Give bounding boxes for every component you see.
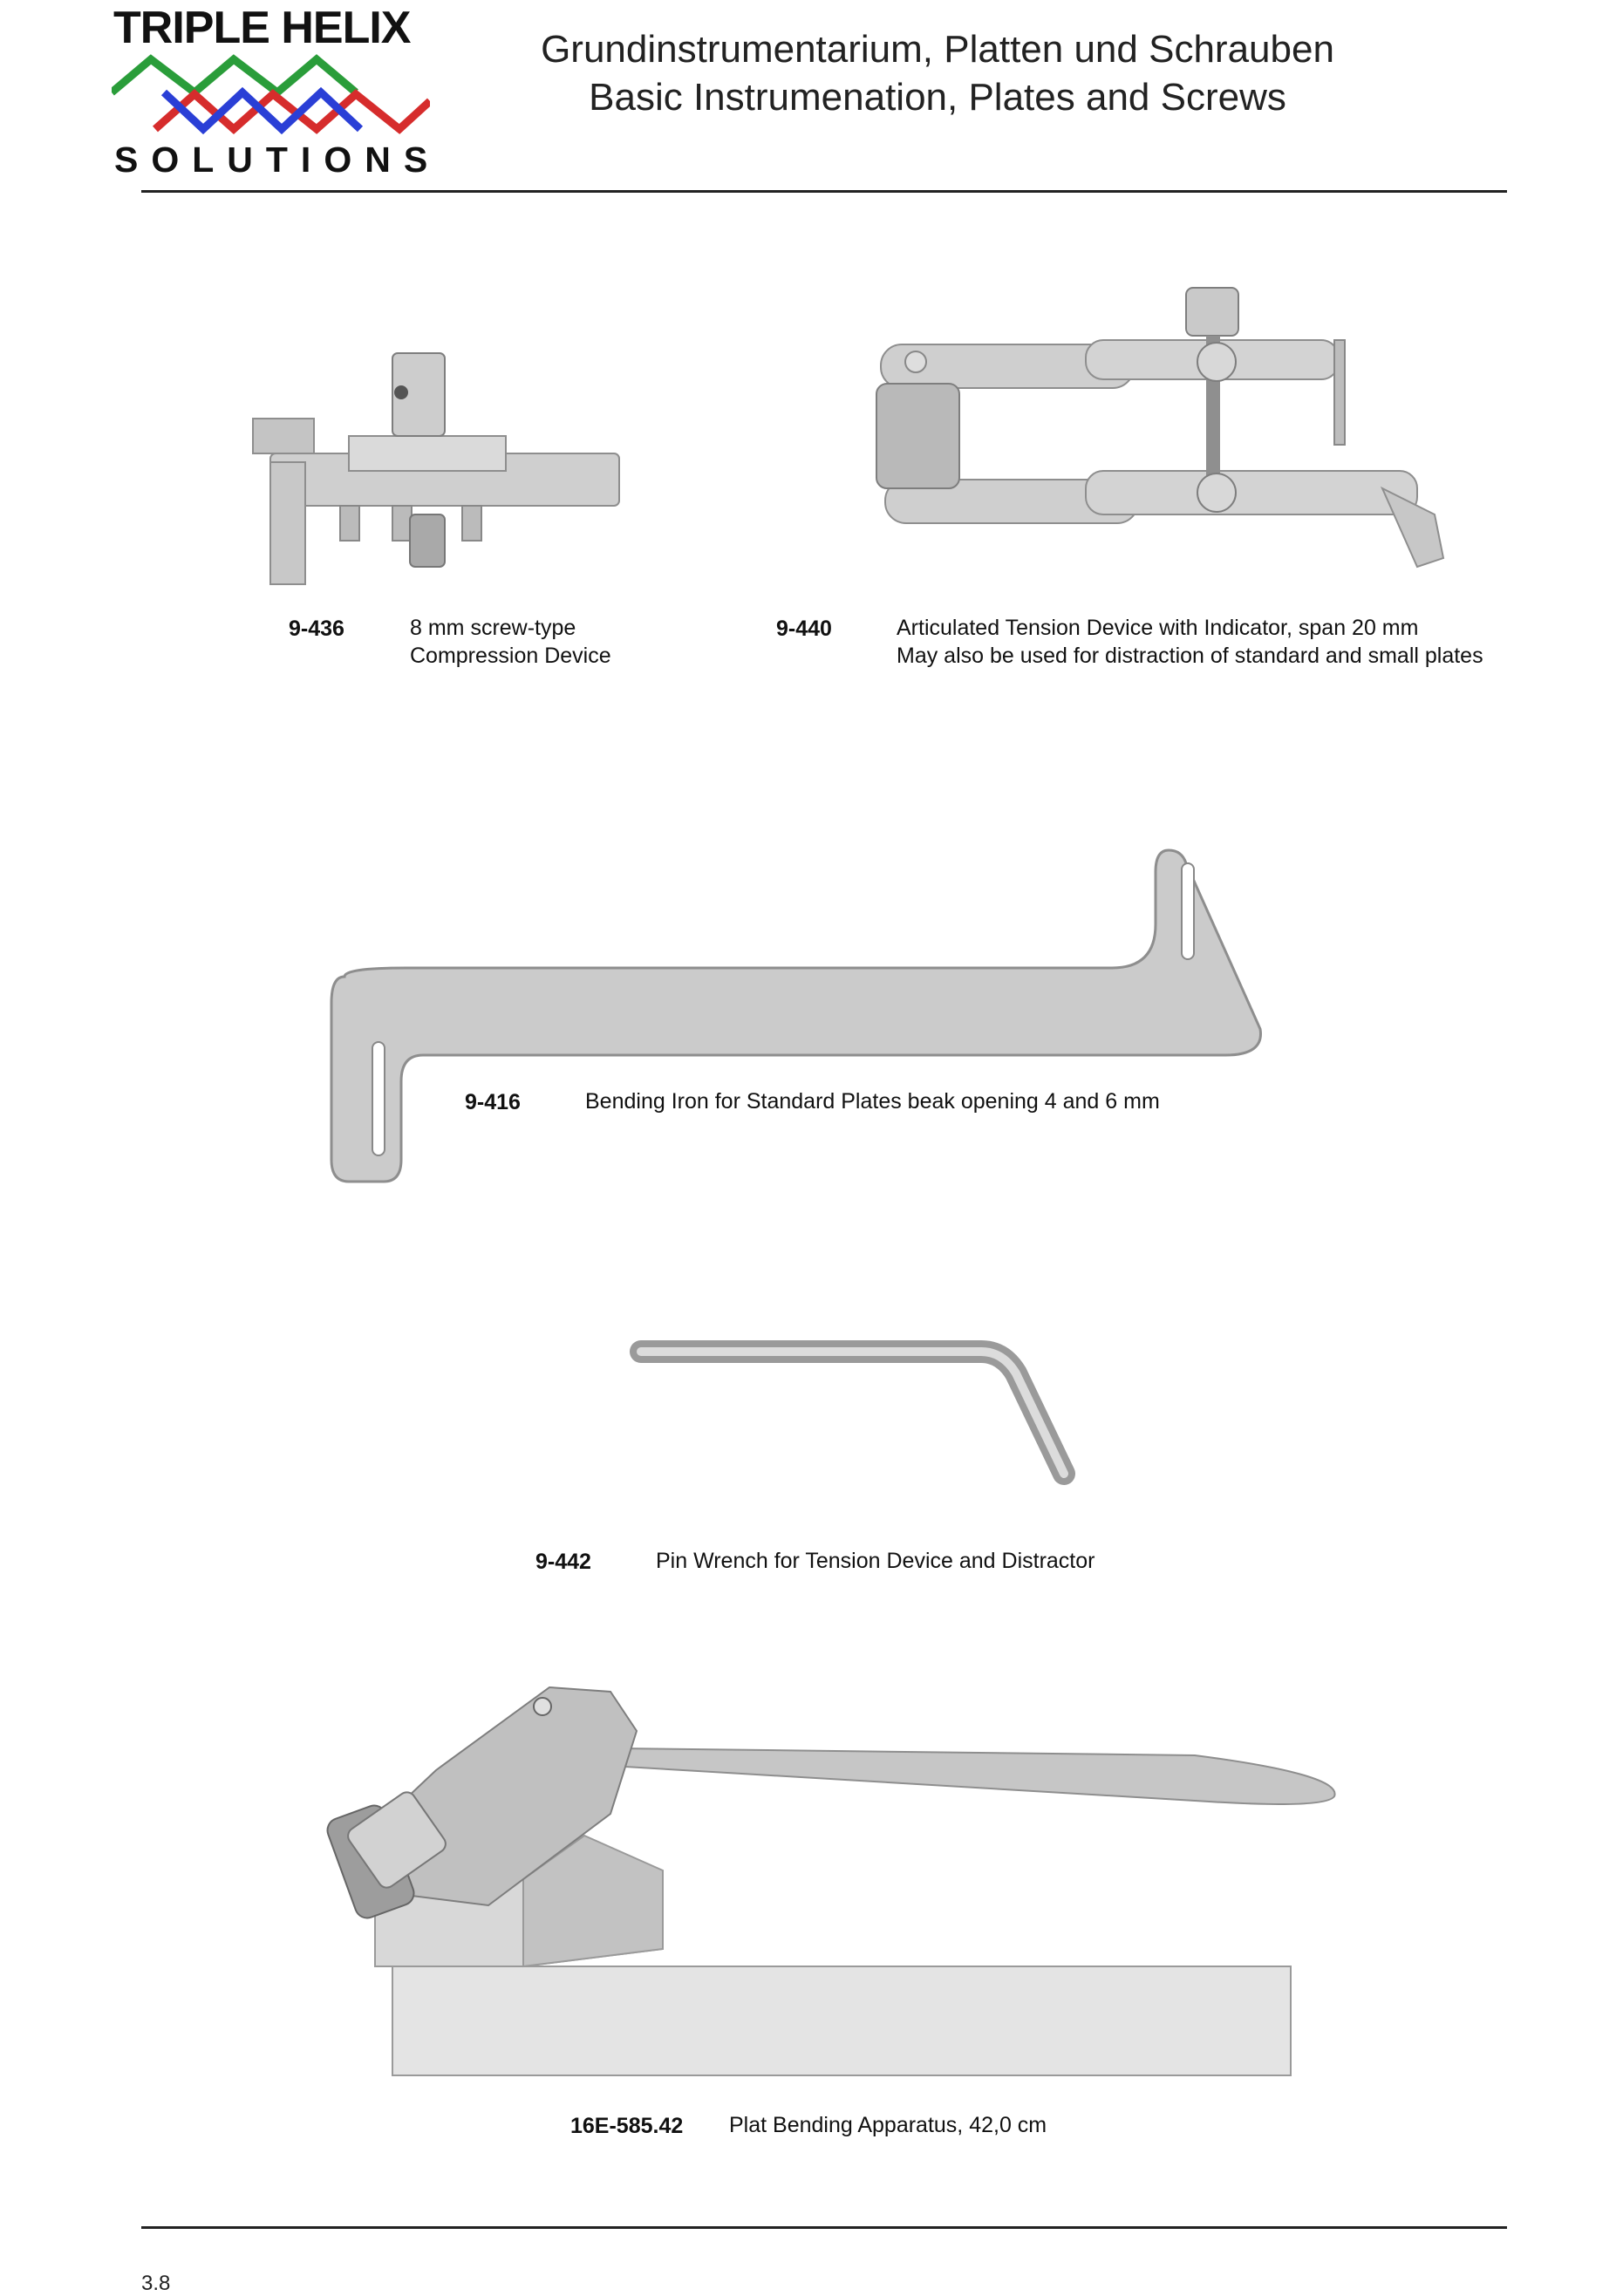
- product-description-line2: Compression Device: [410, 644, 611, 668]
- plate-bending-apparatus-image: [326, 1686, 1336, 2076]
- logo-text-bottom: SOLUTIONS: [114, 140, 441, 180]
- header-divider: [141, 190, 1507, 193]
- pin-wrench-image: [630, 1340, 1075, 1485]
- product-code: 9-442: [535, 1550, 591, 1574]
- product-description-line1: Pin Wrench for Tension Device and Distra…: [656, 1549, 1095, 1573]
- product-description-line1: Bending Iron for Standard Plates beak op…: [585, 1089, 1160, 1114]
- product-code: 9-436: [289, 617, 344, 641]
- product-description-line2: May also be used for distraction of stan…: [897, 644, 1483, 668]
- product-code: 9-416: [465, 1090, 521, 1114]
- bending-iron-image: [330, 848, 1262, 1183]
- page-title-english: Basic Instrumenation, Plates and Screws: [589, 76, 1286, 119]
- compression-device-image: [252, 352, 620, 585]
- logo-wave-blue: [160, 86, 364, 135]
- product-description-line1: 8 mm screw-type: [410, 616, 576, 640]
- product-code: 16E-585.42: [570, 2114, 684, 2138]
- logo-text-top: TRIPLE HELIX: [113, 3, 411, 53]
- logo-wave-green: [112, 54, 358, 98]
- footer-divider: [141, 2226, 1507, 2229]
- page-title-german: Grundinstrumentarium, Platten und Schrau…: [541, 28, 1334, 71]
- product-code: 9-440: [776, 617, 832, 641]
- tension-device-image: [876, 287, 1445, 569]
- product-description-line1: Articulated Tension Device with Indicato…: [897, 616, 1419, 640]
- product-description-line1: Plat Bending Apparatus, 42,0 cm: [729, 2113, 1047, 2137]
- page-number: 3.8: [141, 2272, 171, 2295]
- logo-helix-icon: [112, 54, 430, 135]
